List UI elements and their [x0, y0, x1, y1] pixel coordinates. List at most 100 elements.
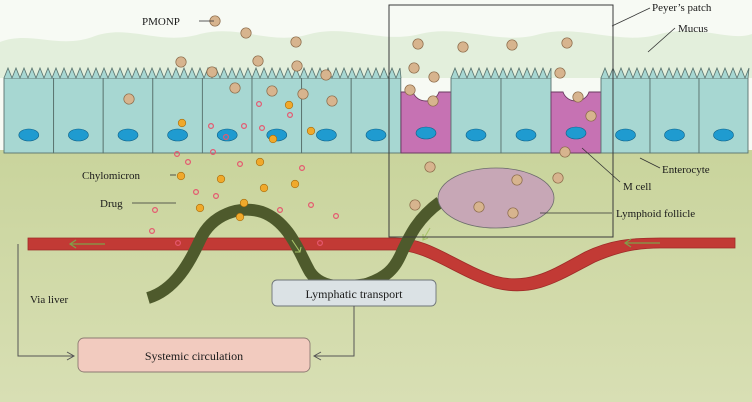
particles [123, 15, 597, 247]
pmonp-particle [506, 39, 518, 51]
enterocyte-label: Enterocyte [662, 164, 710, 176]
chylomicron-particle [195, 203, 205, 213]
pmonp-particle [412, 38, 424, 50]
via-liver-label: Via liver [30, 294, 68, 306]
pmonp-particle [408, 62, 420, 74]
pmonp-particle [511, 174, 523, 186]
chylomicron-particle [235, 212, 245, 222]
systemic-circulation-label: Systemic circulation [145, 349, 243, 363]
pmonp-particle [320, 69, 332, 81]
drug-molecule [299, 165, 306, 172]
enterocyte-cell [3, 77, 55, 154]
enterocyte-cell [600, 77, 651, 154]
chylomicron-particle [176, 171, 186, 181]
pmonp-particle [229, 82, 241, 94]
pmonp-particle [409, 199, 421, 211]
pmonp-particle [240, 27, 252, 39]
lymphoid-follicle-label: Lymphoid follicle [616, 208, 695, 220]
pmonp-particle [404, 84, 416, 96]
drug-molecule [259, 124, 266, 131]
pmonp-particle [427, 95, 439, 107]
pmonp-particle [559, 146, 571, 158]
pmonp-particle [291, 60, 303, 72]
chylomicron-particle [290, 179, 300, 189]
blood-flow-arrows [68, 238, 660, 249]
systemic-circulation-box [77, 337, 311, 373]
chylomicron-particle [255, 157, 265, 167]
lymph-to-systemic-arrowhead [312, 351, 322, 361]
enterocyte-nucleus [316, 128, 337, 142]
enterocyte-nucleus [68, 128, 89, 142]
peyers-patch-cells [400, 77, 602, 154]
pmonp-particle [585, 110, 597, 122]
enterocyte-row-right [600, 77, 749, 154]
chylomicron-particle [306, 126, 316, 136]
enterocyte-nucleus [713, 128, 734, 142]
microvilli-segment [3, 66, 402, 80]
drug-molecule [208, 122, 215, 129]
drug-molecule [223, 134, 230, 141]
pmonp-label: PMONP [142, 16, 180, 28]
pmonp-particle [175, 56, 187, 68]
enterocyte-cell [450, 77, 502, 154]
drug-molecule [174, 151, 181, 158]
pmonp-particle [123, 93, 135, 105]
drug-molecule [333, 213, 340, 220]
enterocyte-cell [102, 77, 154, 154]
chylomicron-particle [259, 183, 269, 193]
enterocyte-cell [301, 77, 352, 154]
m-cell-nucleus [415, 126, 437, 140]
blood-vessel [27, 237, 736, 292]
pmonp-particle [297, 88, 309, 100]
pmonp-particle [561, 37, 573, 49]
pmonp-particle [290, 36, 302, 48]
drug-molecule [237, 161, 244, 168]
enterocyte-row-left [3, 77, 402, 154]
pmonp-particle [572, 91, 584, 103]
drug-molecule [175, 240, 182, 247]
via-liver-arrow [17, 244, 74, 357]
lymph-flow-arrows [291, 227, 431, 253]
pmonp-particle [326, 95, 338, 107]
drug-molecule [213, 193, 220, 200]
chylomicron-particle [284, 100, 294, 110]
pmonp-particle [507, 207, 519, 219]
microvilli-segment [600, 66, 750, 80]
pmonp-particle [266, 85, 278, 97]
drug-molecule [308, 202, 315, 209]
enterocyte-nucleus [365, 128, 387, 142]
drug-molecule [317, 240, 324, 247]
enterocyte-nucleus [515, 128, 537, 142]
pmonp-particle [554, 67, 566, 79]
enterocyte-nucleus [615, 128, 636, 142]
m-cell [400, 91, 452, 154]
drug-molecule [193, 189, 200, 196]
enterocyte-nucleus [465, 128, 487, 142]
peyers-patch-frame [388, 4, 614, 238]
microvilli-segment [450, 66, 552, 80]
chylomicron-particle [177, 118, 187, 128]
drug-molecule [287, 111, 294, 118]
m-cell-label: M cell [623, 181, 651, 193]
enterocyte-cell [350, 77, 402, 154]
m-cell-nucleus [565, 126, 587, 140]
enterocyte-nucleus [117, 128, 139, 142]
chylomicron-particle [216, 174, 226, 184]
enterocyte-cell [53, 77, 104, 154]
drug-molecule [256, 100, 263, 107]
pmonp-particle [552, 172, 564, 184]
enterocyte-cell [201, 77, 253, 154]
enterocyte-cell [698, 77, 749, 154]
drug-molecule [152, 207, 159, 214]
leader-lines [132, 7, 676, 214]
chylomicron-label: Chylomicron [82, 170, 141, 182]
drug-molecule [185, 159, 192, 166]
pmonp-particle [473, 201, 485, 213]
chylomicron-particle [239, 198, 249, 208]
chylomicron-particle [268, 134, 278, 144]
enterocyte-nucleus [664, 128, 685, 142]
lymphoid-follicle [437, 167, 555, 229]
drug-molecule [210, 149, 217, 156]
